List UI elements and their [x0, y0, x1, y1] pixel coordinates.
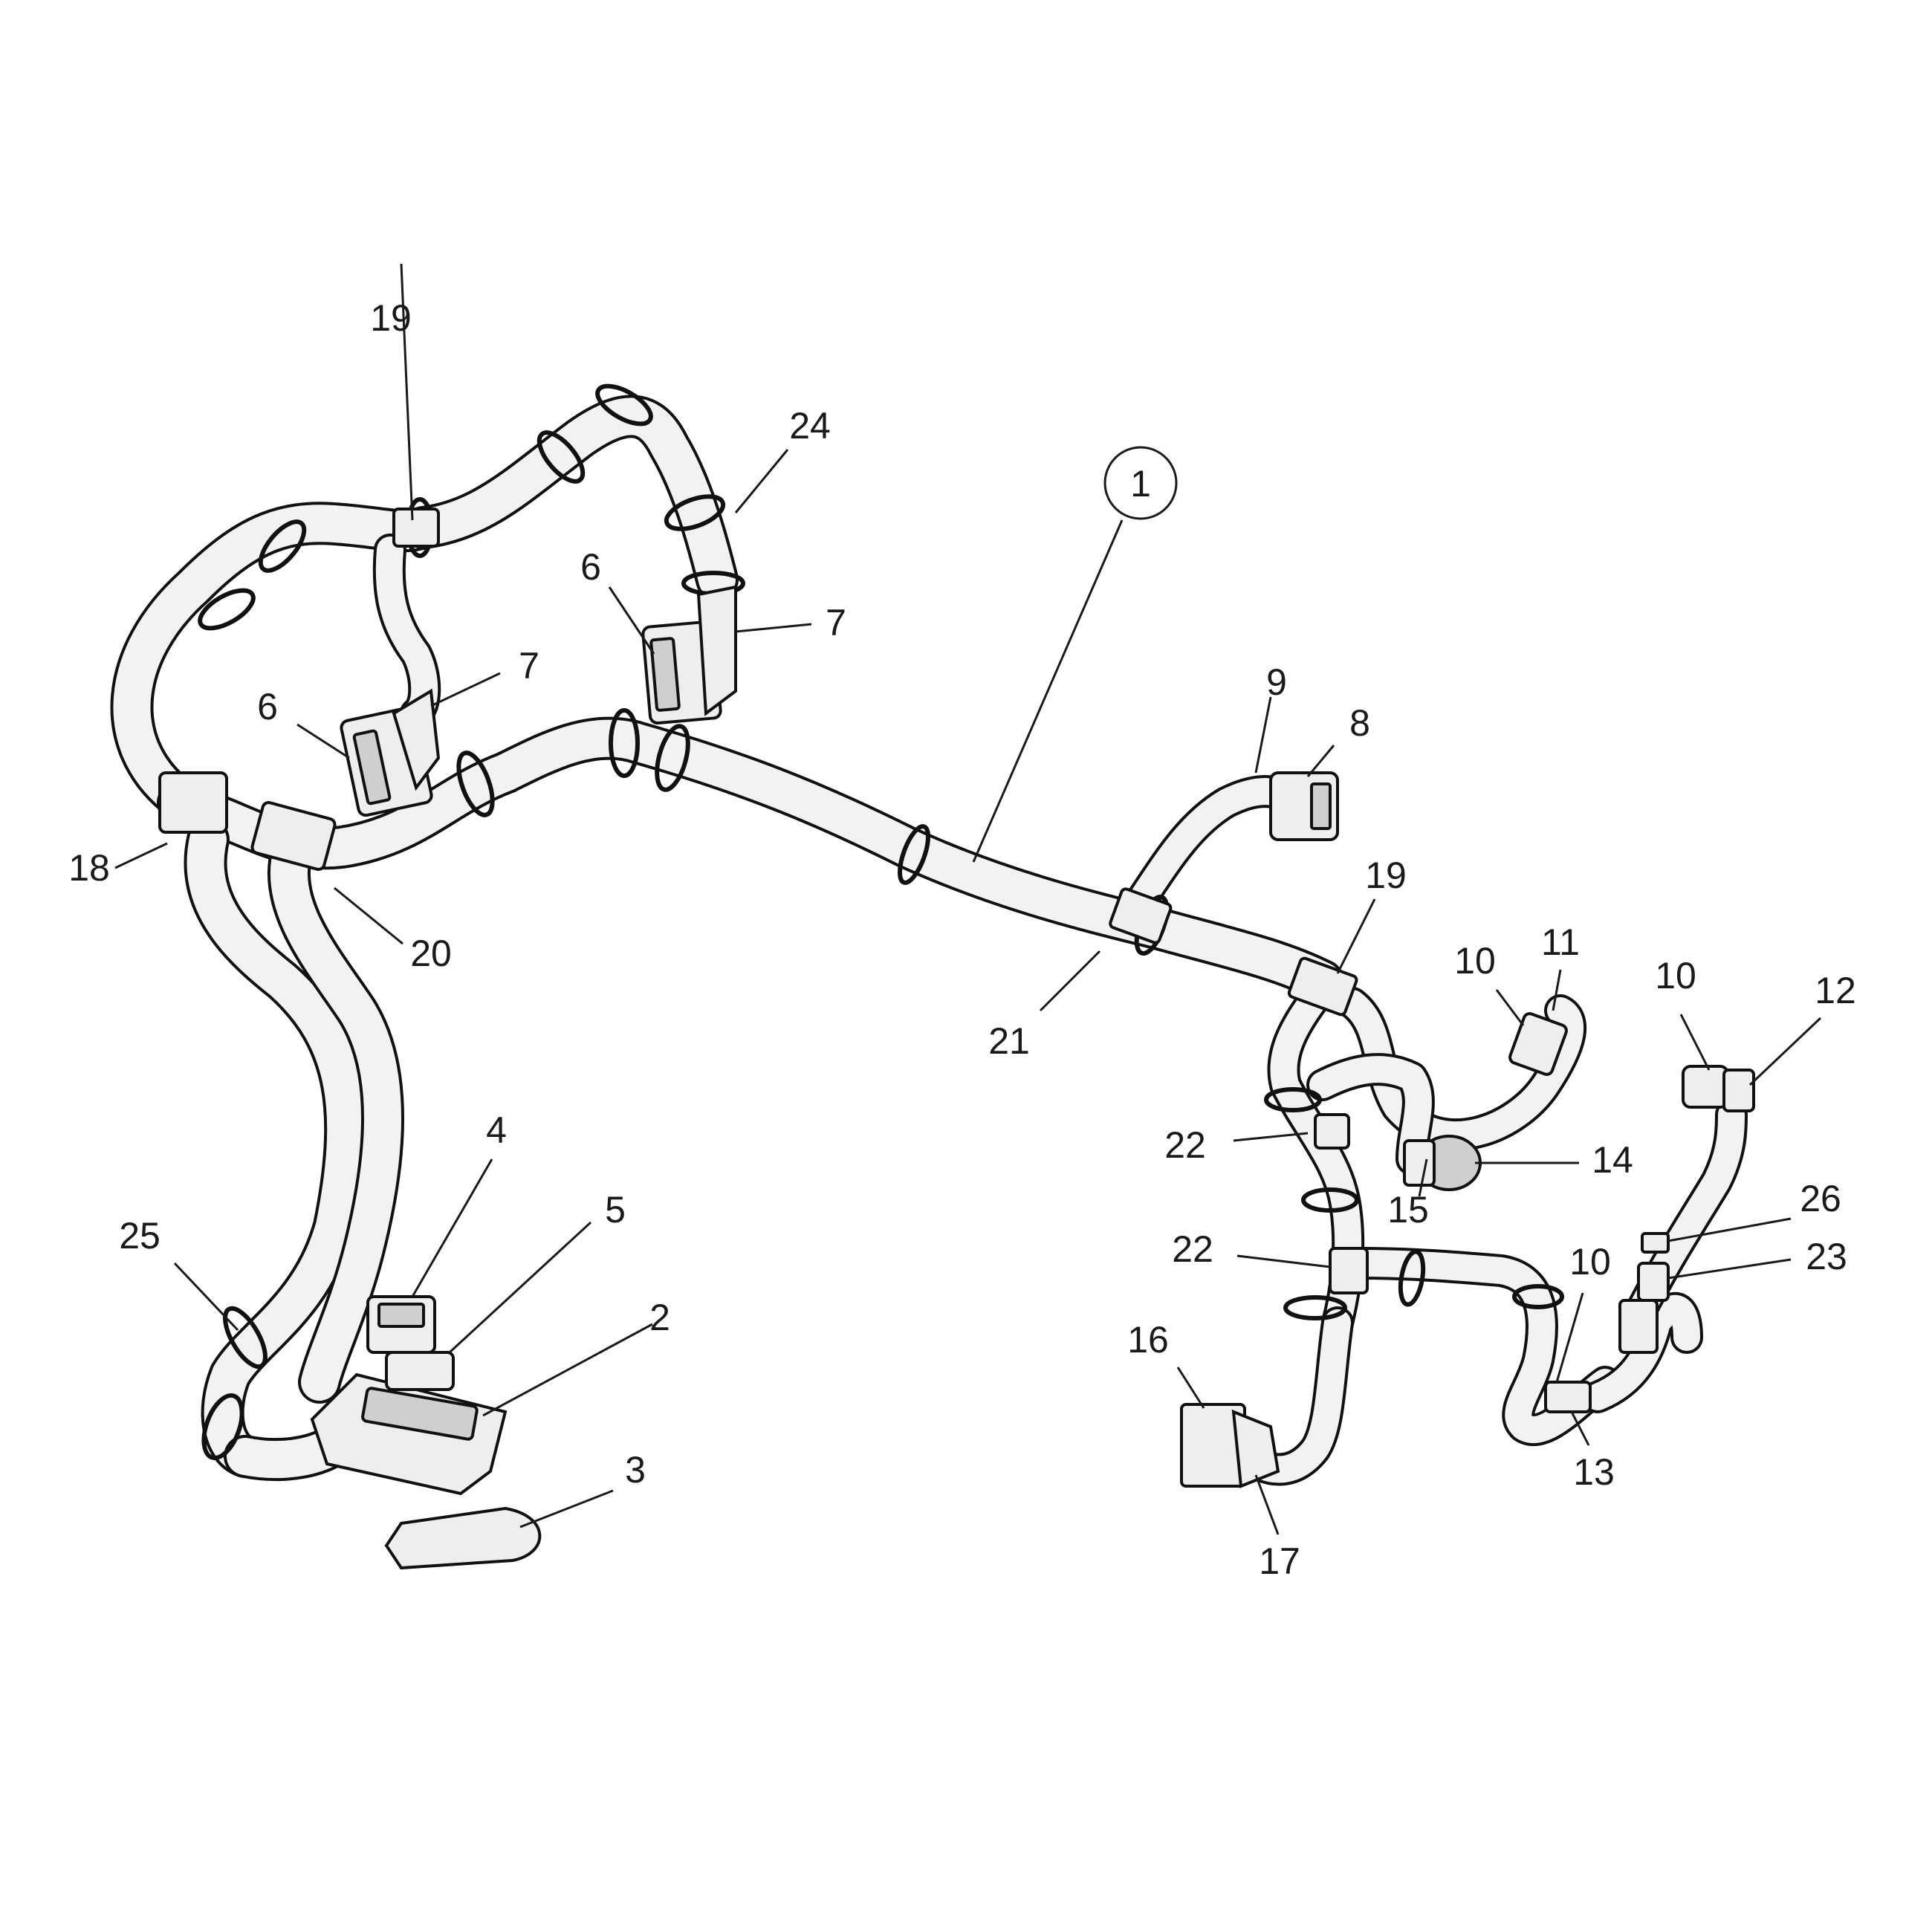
callout-10-a: 10: [1454, 940, 1496, 982]
callout-11: 11: [1541, 921, 1580, 963]
callout-25: 25: [119, 1215, 161, 1257]
callout-5: 5: [605, 1189, 626, 1231]
callout-17: 17: [1259, 1540, 1300, 1582]
callout-20: 20: [410, 933, 452, 974]
callout-7-right: 7: [826, 602, 846, 644]
callout-8: 8: [1349, 702, 1370, 744]
callout-6-right: 6: [580, 546, 601, 588]
callout-7-left: 7: [519, 645, 539, 687]
callout-3: 3: [625, 1449, 646, 1491]
callout-1: 1: [1130, 463, 1151, 505]
callout-22-a: 22: [1164, 1124, 1206, 1166]
connectors: [310, 585, 1755, 1570]
callout-10-c: 10: [1569, 1241, 1611, 1283]
callout-14: 14: [1592, 1139, 1633, 1181]
callout-16: 16: [1127, 1319, 1169, 1361]
callout-2: 2: [649, 1297, 670, 1338]
callout-23: 23: [1806, 1236, 1847, 1277]
callout-labels: 1 2 3 4 5 6 6 7 7 8 9 10 10 10 11 12 13 …: [68, 297, 1856, 1582]
callout-6-left: 6: [257, 686, 278, 727]
callout-18: 18: [68, 847, 110, 889]
callout-19-left: 19: [370, 297, 412, 339]
callout-19-right: 19: [1365, 855, 1407, 896]
callout-26: 26: [1800, 1178, 1841, 1219]
harness-clips: [158, 383, 1564, 1461]
callout-12: 12: [1815, 970, 1856, 1011]
callout-22-b: 22: [1172, 1228, 1213, 1270]
callout-circle-1: [1103, 446, 1178, 520]
callout-15: 15: [1387, 1189, 1429, 1231]
callout-13: 13: [1573, 1451, 1615, 1493]
leader-lines: [114, 263, 1822, 1535]
callout-24: 24: [789, 405, 831, 447]
callout-10-b: 10: [1655, 955, 1696, 996]
callout-4: 4: [486, 1109, 507, 1151]
callout-9: 9: [1266, 661, 1287, 703]
callout-21: 21: [988, 1020, 1030, 1062]
